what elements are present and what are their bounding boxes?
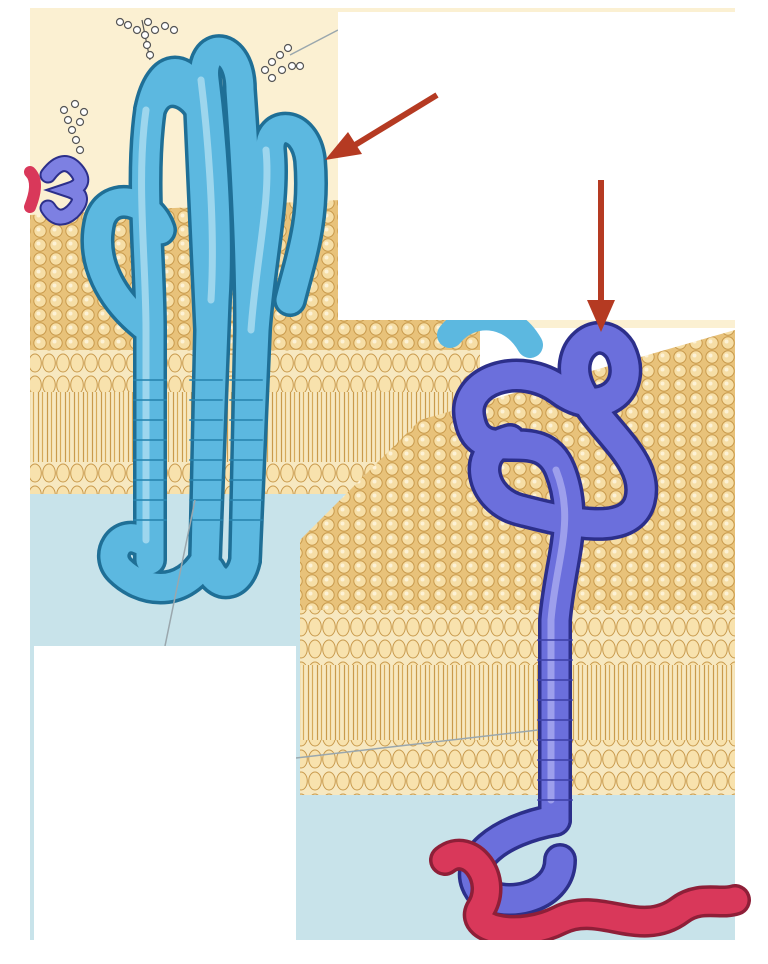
peripheral-protein-left [24, 155, 90, 226]
glycan-chains [59, 17, 305, 155]
label-box-top-right [338, 12, 738, 320]
glycan-chain-1 [115, 17, 179, 61]
pointer-arrow-multipass [325, 92, 439, 160]
page-bottom-strip [0, 940, 768, 964]
leader-line-glycan [289, 29, 339, 56]
glycan-chain-3 [59, 99, 89, 155]
label-box-bottom-left [34, 646, 296, 942]
leader-line-multipass [164, 499, 196, 647]
glycan-chain-2 [260, 43, 305, 83]
leader-line-singlepass [295, 729, 539, 759]
multipass-transmembrane-protein [80, 34, 328, 605]
pointer-arrow-singlepass [587, 180, 615, 332]
right-membrane-bilayer [300, 330, 735, 795]
cytoskeletal-protein [429, 838, 751, 947]
